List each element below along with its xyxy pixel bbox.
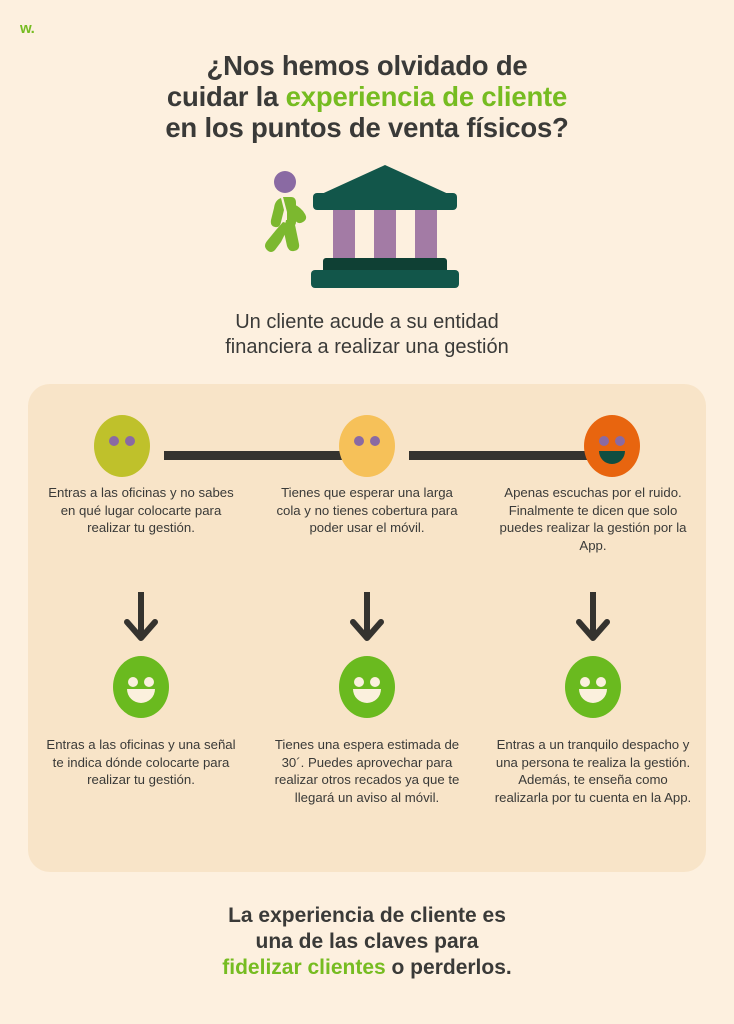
eye-icon <box>370 436 380 446</box>
hero-illustration <box>0 160 734 295</box>
happy-face-cell <box>28 656 254 718</box>
journey-panel: Entras a las oficinas y no sabes en qué … <box>28 384 706 872</box>
caption-after-3: Entras a un tranquilo despacho y una per… <box>494 737 692 805</box>
transition-arrows <box>28 592 706 646</box>
eye-icon <box>596 677 606 687</box>
smile-mouth-icon <box>127 689 155 703</box>
footer-line-1: La experiencia de cliente es <box>228 904 506 927</box>
neutral-face-olive <box>94 415 150 477</box>
shocked-face-orange <box>584 415 640 477</box>
footer-line-2: una de las claves para <box>255 930 479 953</box>
headline-line-3: en los puntos de venta físicos? <box>165 112 569 143</box>
footer-line-3: fidelizar clientes o perderlos. <box>0 955 734 981</box>
smile-mouth-icon <box>353 689 381 703</box>
after-faces <box>28 656 706 718</box>
happy-face-green <box>339 656 395 718</box>
eye-icon <box>615 436 625 446</box>
eye-icon <box>580 677 590 687</box>
eye-icon <box>354 436 364 446</box>
before-captions: Entras a las oficinas y no sabes en qué … <box>28 484 706 554</box>
eye-icon <box>128 677 138 687</box>
timeline-connector <box>164 451 386 460</box>
headline-accent-phrase: experiencia de cliente <box>285 81 568 112</box>
walking-person-icon <box>265 171 307 252</box>
headline-line-2: cuidar la experiencia de cliente <box>0 81 734 112</box>
happy-face-cell <box>254 656 480 718</box>
footer-line-3-suffix: o perderlos. <box>385 956 512 979</box>
caption-before-1: Entras a las oficinas y no sabes en qué … <box>48 485 234 536</box>
caption-before-2: Tienes que esperar una larga cola y no t… <box>276 485 458 536</box>
open-mouth-icon <box>599 451 625 464</box>
smile-mouth-icon <box>579 689 607 703</box>
caption-before-3: Apenas escuchas por el ruido. Finalmente… <box>499 485 687 553</box>
eye-icon <box>125 436 135 446</box>
hero-illustration-svg <box>265 165 459 288</box>
bank-building-icon <box>311 165 459 288</box>
journey-timeline <box>28 415 706 493</box>
brand-logo-text: w. <box>20 20 35 37</box>
arrow-cell <box>480 592 706 646</box>
timeline-connector <box>409 451 631 460</box>
eye-icon <box>144 677 154 687</box>
happy-face-green <box>565 656 621 718</box>
arrow-down-icon <box>350 592 384 641</box>
headline-line-1: ¿Nos hemos olvidado de <box>206 50 528 81</box>
headline-line-2-prefix: cuidar la <box>166 81 286 112</box>
page-title: ¿Nos hemos olvidado de cuidar la experie… <box>0 50 734 143</box>
arrow-cell <box>28 592 254 646</box>
arrow-cell <box>254 592 480 646</box>
lede-text: Un cliente acude a su entidad financiera… <box>0 310 734 360</box>
lede-line-2: financiera a realizar una gestión <box>225 336 509 358</box>
footer-accent-phrase: fidelizar clientes <box>222 956 386 979</box>
arrow-down-icon <box>576 592 610 641</box>
brand-logo[interactable]: w. <box>20 20 35 37</box>
after-captions: Entras a las oficinas y una señal te ind… <box>28 736 706 806</box>
happy-face-cell <box>480 656 706 718</box>
eye-icon <box>370 677 380 687</box>
lede-line-1: Un cliente acude a su entidad <box>235 311 499 333</box>
eye-icon <box>109 436 119 446</box>
happy-face-green <box>113 656 169 718</box>
arrow-down-icon <box>124 592 158 641</box>
neutral-face-amber <box>339 415 395 477</box>
eye-icon <box>599 436 609 446</box>
caption-after-2: Tienes una espera estimada de 30´. Puede… <box>274 737 460 805</box>
eye-icon <box>354 677 364 687</box>
caption-after-1: Entras a las oficinas y una señal te ind… <box>46 737 236 788</box>
footer-message: La experiencia de cliente es una de las … <box>0 903 734 981</box>
